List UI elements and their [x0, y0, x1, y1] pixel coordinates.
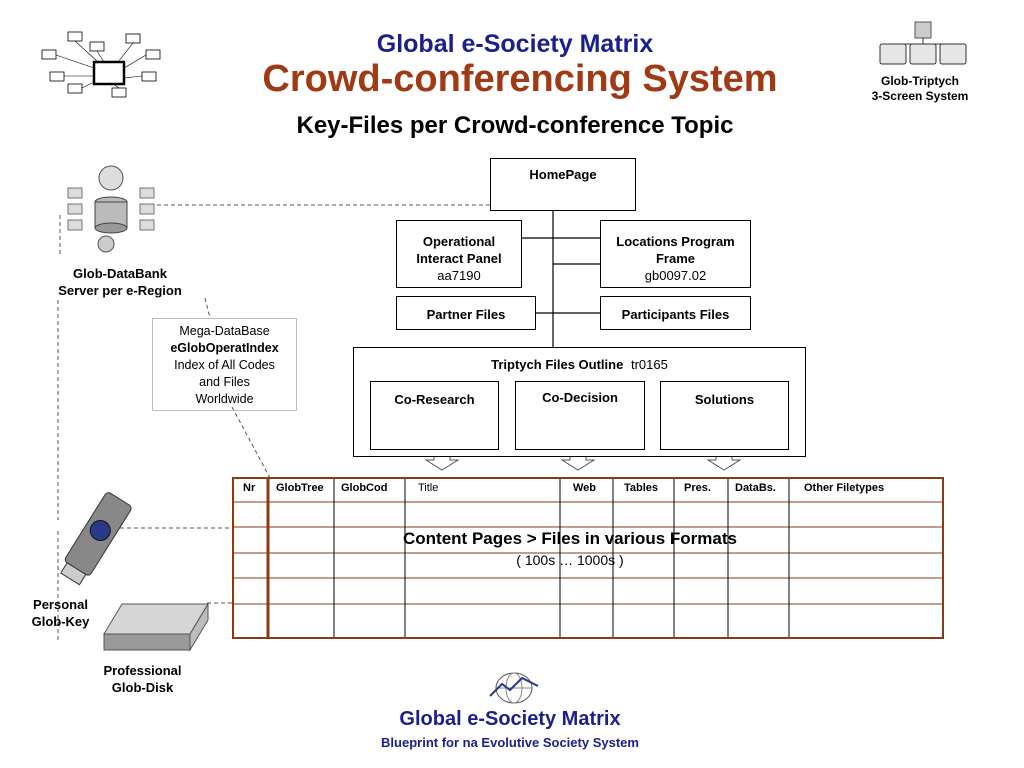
- triptych-label: Glob-Triptych 3-Screen System: [855, 74, 985, 104]
- mega-line5: Worldwide: [195, 392, 254, 406]
- mega-line3: Index of All Codes: [174, 358, 275, 372]
- mega-index-name: eGlobOperatIndex: [170, 341, 279, 355]
- stage-solutions: Solutions: [660, 381, 789, 450]
- operational-code: aa7190: [437, 268, 481, 283]
- locations-line2: Frame: [655, 251, 696, 266]
- stage-co-research-label: Co-Research: [394, 392, 475, 407]
- col-header-pres: Pres.: [684, 482, 711, 494]
- professional-disk-label: Professional Glob-Disk: [80, 662, 205, 696]
- homepage-label: HomePage: [529, 167, 597, 182]
- participants-files-label: Participants Files: [621, 307, 730, 322]
- network-logo-icon: [41, 31, 161, 98]
- files-table: [232, 477, 944, 639]
- databank-label: Glob-DataBank Server per e-Region: [40, 265, 200, 299]
- col-header-web: Web: [573, 482, 597, 494]
- mega-line1: Mega-DataBase: [179, 324, 270, 338]
- col-header-other: Other Filetypes: [804, 482, 885, 494]
- operational-line1: Operational: [422, 234, 496, 249]
- operational-panel-box: Operational Interact Panel aa7190: [396, 220, 522, 288]
- stage-solutions-label: Solutions: [694, 392, 755, 407]
- triptych-label-line1: Glob-Triptych: [881, 74, 959, 88]
- col-header-title: Title: [418, 482, 439, 494]
- mega-database-box: Mega-DataBase eGlobOperatIndex Index of …: [152, 318, 297, 411]
- stage-co-decision-label: Co-Decision: [542, 390, 618, 405]
- triptych-outline-code: tr0165: [630, 357, 668, 372]
- databank-label-line2: Server per e-Region: [58, 283, 182, 298]
- personal-key-label: Personal Glob-Key: [8, 596, 113, 630]
- operational-line2: Interact Panel: [416, 251, 502, 266]
- personal-key-line1: Personal: [33, 597, 88, 612]
- locations-code: gb0097.02: [644, 268, 707, 283]
- col-header-nr: Nr: [243, 482, 256, 494]
- partner-files-label: Partner Files: [426, 307, 506, 322]
- footer-subtitle: Blueprint for na Evolutive Society Syste…: [381, 735, 639, 750]
- stage-co-decision: Co-Decision: [515, 381, 645, 450]
- databank-label-line1: Glob-DataBank: [73, 266, 167, 281]
- stage-co-research: Co-Research: [370, 381, 499, 450]
- mega-line4: and Files: [199, 375, 250, 389]
- professional-disk-line1: Professional: [103, 663, 182, 678]
- main-title: Global e-Society Matrix: [376, 30, 654, 58]
- topic-heading: Key-Files per Crowd-conference Topic: [296, 112, 734, 139]
- triptych-outline-label: Triptych Files Outline: [491, 357, 624, 372]
- participants-files-box: Participants Files: [600, 296, 751, 330]
- col-header-tables: Tables: [624, 482, 659, 494]
- locations-line1: Locations Program: [616, 234, 735, 249]
- system-title: Crowd-conferencing System: [262, 58, 778, 100]
- globe-logo-icon: [489, 672, 539, 704]
- professional-disk-line2: Glob-Disk: [111, 680, 174, 695]
- disk-drive-icon: [103, 602, 209, 652]
- triptych-screens-icon: [879, 21, 967, 65]
- col-header-globcod: GlobCod: [341, 482, 388, 494]
- locations-frame-box: Locations Program Frame gb0097.02: [600, 220, 751, 288]
- content-pages-title: Content Pages > Files in various Formats: [403, 529, 737, 548]
- footer-title: Global e-Society Matrix: [399, 708, 621, 730]
- content-pages-count: ( 100s … 1000s ): [516, 552, 624, 568]
- databank-server-icon: [67, 165, 155, 253]
- col-header-databs: DataBs.: [735, 482, 776, 494]
- usb-key-icon: [60, 492, 132, 586]
- personal-key-line2: Glob-Key: [31, 614, 90, 629]
- col-header-globtree: GlobTree: [276, 482, 324, 494]
- homepage-box: HomePage: [490, 158, 636, 211]
- partner-files-box: Partner Files: [396, 296, 536, 330]
- triptych-label-line2: 3-Screen System: [871, 89, 969, 103]
